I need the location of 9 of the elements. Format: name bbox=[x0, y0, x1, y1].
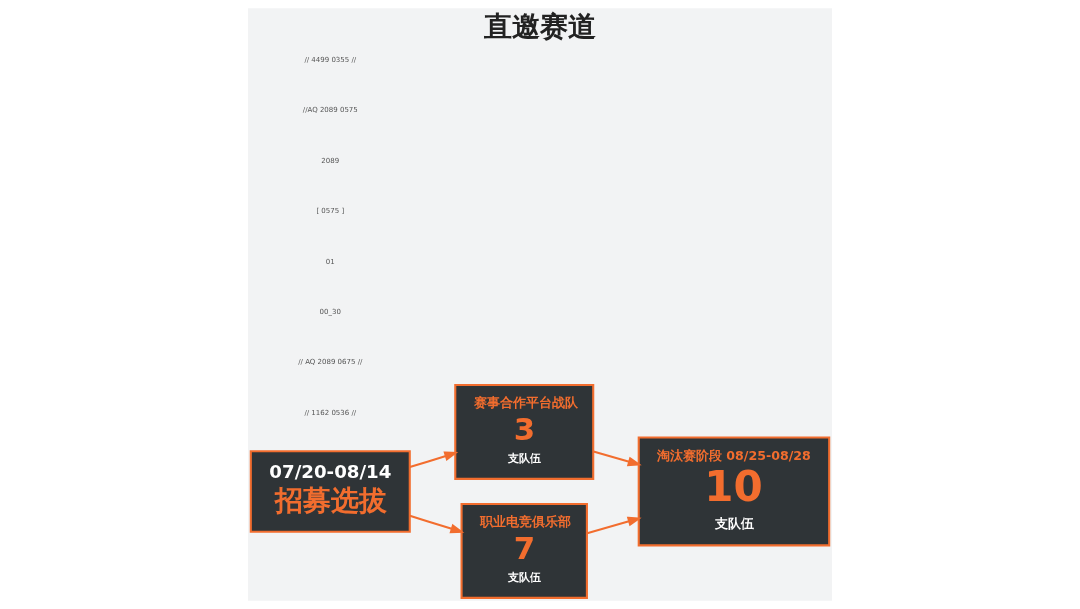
node-box: 淘汰赛阶段 08/25-08/28 10 支队伍 bbox=[637, 436, 831, 547]
node-box: 职业电竞俱乐部 7 支队伍 bbox=[460, 503, 588, 599]
arrow bbox=[409, 514, 465, 534]
node-box: 07/20-08/14 招募选拔 bbox=[249, 450, 411, 533]
diagram-title: 直邀赛道 bbox=[483, 9, 596, 43]
arrow bbox=[593, 450, 642, 467]
node-box: 赛事合作平台战队 3 支队伍 bbox=[454, 383, 595, 480]
arrow bbox=[409, 451, 459, 469]
arrow bbox=[586, 516, 642, 535]
